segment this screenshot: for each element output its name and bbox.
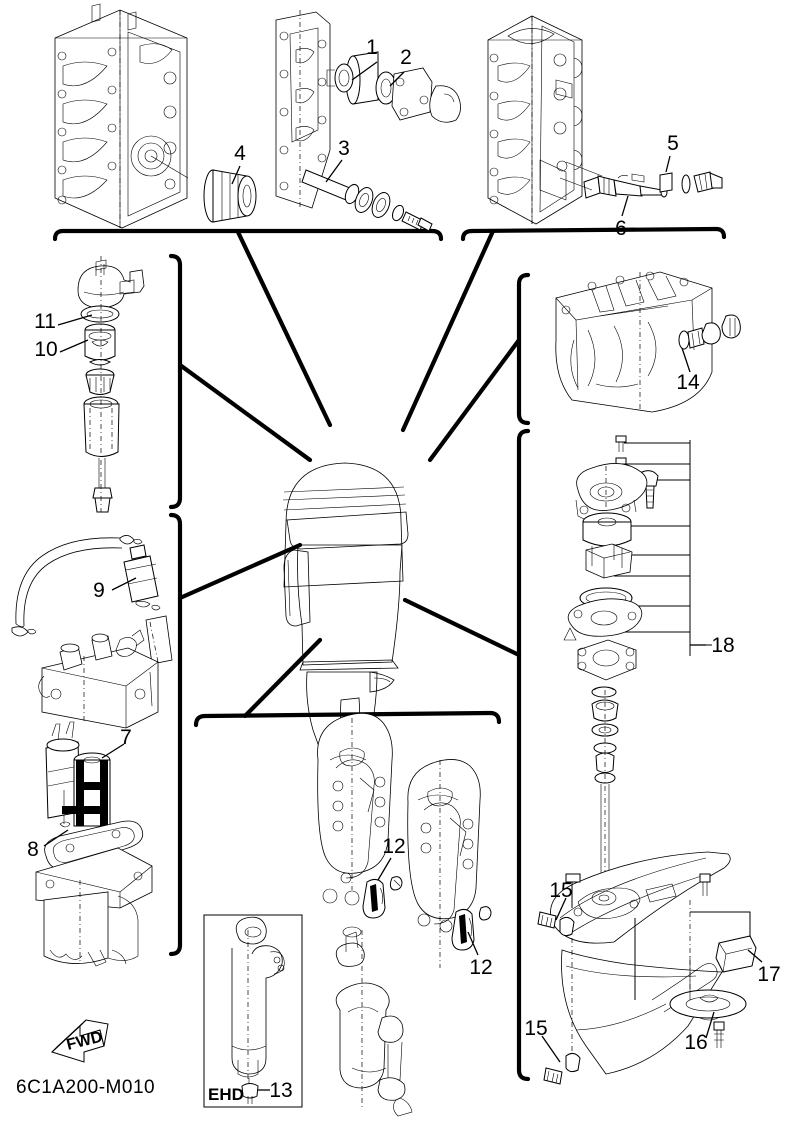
callout-11: 11 — [34, 310, 56, 333]
bracket-right-upper — [516, 272, 531, 426]
inset-label-ehd: EHD — [208, 1085, 244, 1104]
callout-3: 3 — [338, 137, 350, 160]
leader-left-lower — [177, 542, 303, 601]
fwd-orientation-arrow: FWD — [51, 1019, 109, 1063]
part-cylinder-head — [487, 15, 583, 225]
diagram-id-label: 6C1A200-M010 — [16, 1077, 155, 1098]
callout-12: 12 — [382, 835, 405, 858]
leader-right-upper — [427, 337, 522, 463]
callout-1: 1 — [366, 36, 378, 59]
group-brackets — [52, 226, 727, 1082]
bracket-left-lower — [168, 512, 183, 957]
callout-7: 7 — [120, 726, 132, 749]
callout-12b: 12 — [469, 956, 492, 979]
bracket-right-lower — [516, 428, 531, 1082]
ehd-inset-box: EHD — [203, 914, 303, 1108]
callout-4: 4 — [234, 142, 246, 165]
leader-bottom-center — [242, 637, 323, 719]
part-oil-pan — [555, 271, 741, 413]
callout-14: 14 — [676, 371, 700, 394]
part-thermostat-assembly — [275, 10, 461, 232]
part-water-pump-kit — [563, 435, 712, 910]
callout-8: 8 — [27, 838, 39, 861]
part-clamp-brackets — [317, 712, 492, 1117]
part-oil-filter — [203, 169, 257, 223]
leader-top-left — [235, 229, 333, 428]
callout-13: 13 — [269, 1079, 292, 1102]
part-fuel-pump-assembly — [77, 256, 145, 513]
callout-16: 16 — [684, 1031, 707, 1054]
bracket-left-upper — [168, 253, 183, 510]
callout-9: 9 — [93, 579, 105, 602]
bracket-top-left — [52, 228, 444, 242]
bracket-bottom-center — [193, 710, 502, 728]
leader-right-lower — [402, 597, 522, 658]
outboard-motor-illustration — [282, 462, 409, 759]
bracket-top-right — [460, 226, 727, 242]
callout-17: 17 — [757, 963, 780, 986]
callout-15: 15 — [549, 879, 572, 902]
callout-2: 2 — [400, 46, 412, 69]
part-vapor-separator-assembly — [11, 535, 173, 967]
callout-leaders — [43, 61, 763, 1091]
callout-18: 18 — [711, 634, 734, 657]
leader-left-upper — [177, 362, 313, 463]
callout-5: 5 — [667, 132, 679, 155]
part-cylinder-block — [54, 3, 189, 229]
callout-6: 6 — [615, 217, 627, 240]
part-lower-unit — [537, 851, 757, 1085]
leader-top-right — [400, 228, 496, 433]
callout-15b: 15 — [524, 1017, 547, 1040]
callout-numbers: 1 2 3 4 5 6 7 8 9 10 11 12 12 13 14 15 1… — [27, 36, 781, 1102]
callout-10: 10 — [34, 338, 57, 361]
part-fuel-injector-and-spark-plug — [559, 161, 723, 199]
